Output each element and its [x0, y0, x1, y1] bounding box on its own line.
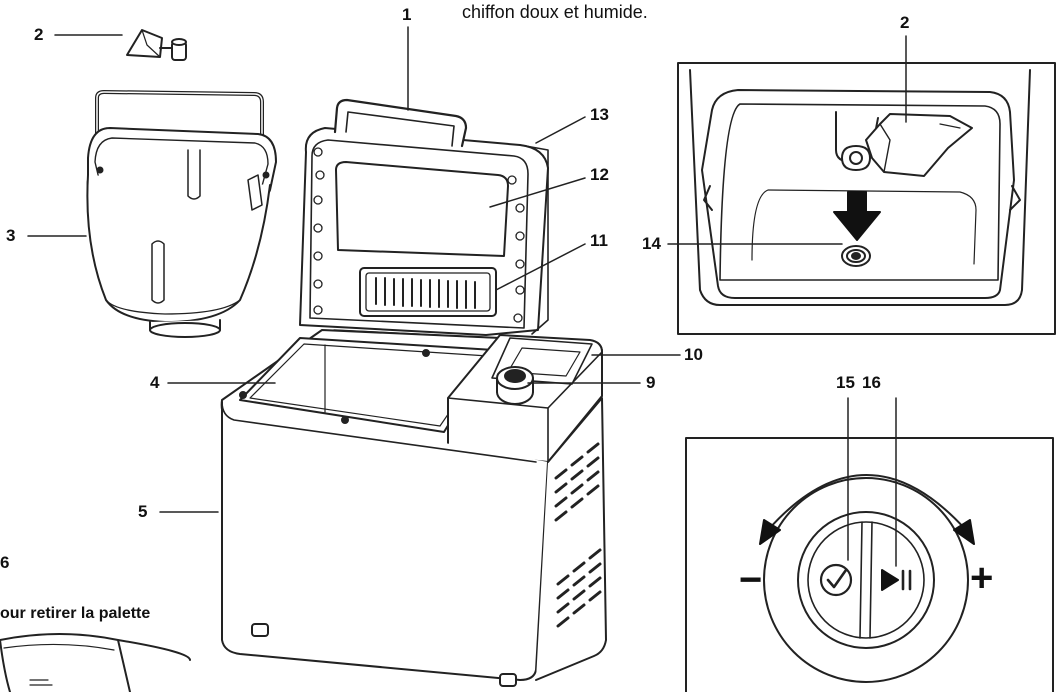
knob-minus-sign: −	[739, 558, 763, 602]
pan-top-view	[689, 69, 1031, 306]
play-pause-icon[interactable]	[881, 569, 912, 591]
bread-maker-body	[220, 329, 607, 687]
label-part-12: 12	[590, 165, 609, 184]
side-caption: our retirer la palette	[0, 605, 151, 622]
kneading-paddle	[126, 29, 187, 61]
label-part-13: 13	[590, 105, 609, 124]
label-part-15: 15	[836, 373, 855, 392]
partial-bowl	[0, 633, 191, 692]
label-part-14: 14	[642, 234, 661, 253]
label-part-4: 4	[150, 373, 160, 392]
label-part-11: 11	[590, 231, 608, 250]
confirm-check-icon[interactable]	[819, 563, 853, 597]
label-part-5: 5	[138, 502, 148, 521]
label-part-1: 1	[402, 5, 412, 24]
label-part-6-partial: 6	[0, 553, 10, 572]
knob-plus-sign: +	[970, 556, 994, 600]
label-part-16: 16	[862, 373, 881, 392]
bread-maker-lid	[299, 98, 549, 336]
label-part-10: 10	[684, 345, 703, 364]
bread-pan	[86, 90, 277, 338]
insert-arrow-icon	[833, 191, 881, 241]
label-part-3: 3	[6, 226, 16, 245]
label-part-2: 2	[34, 25, 44, 44]
control-knob	[759, 474, 975, 683]
label-part-2-inset: 2	[900, 13, 910, 32]
header-caption: chiffon doux et humide.	[462, 2, 648, 22]
label-part-9: 9	[646, 373, 656, 392]
